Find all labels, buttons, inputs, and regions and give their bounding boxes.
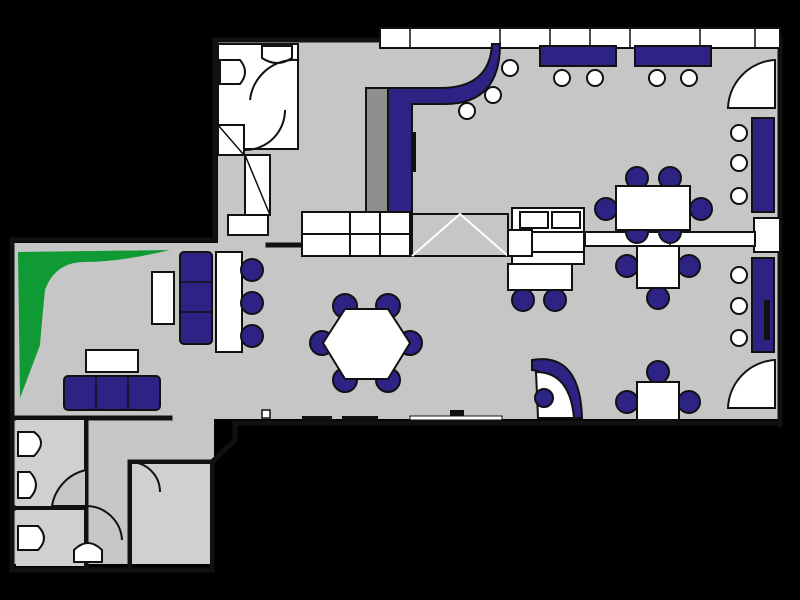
door-swing bbox=[129, 461, 161, 493]
restroom-floor bbox=[132, 464, 210, 564]
chair bbox=[615, 254, 639, 278]
chair bbox=[677, 390, 701, 414]
door-swing bbox=[85, 504, 123, 541]
stool bbox=[484, 86, 502, 104]
banquette-stools bbox=[553, 69, 748, 347]
stool bbox=[501, 59, 519, 77]
kitchen-equipment bbox=[507, 207, 585, 265]
lounge-sofa-vertical bbox=[179, 251, 213, 345]
lounge-bar bbox=[215, 251, 243, 353]
table bbox=[636, 245, 680, 289]
banquette-right-2 bbox=[751, 257, 775, 353]
door-swing bbox=[244, 109, 286, 151]
chair bbox=[646, 360, 670, 384]
upper-restroom bbox=[217, 43, 299, 236]
stool bbox=[730, 154, 748, 172]
side-table bbox=[151, 271, 175, 325]
wall-fixtures bbox=[261, 409, 503, 421]
door-swing bbox=[249, 58, 299, 101]
chair bbox=[594, 197, 618, 221]
stool bbox=[586, 69, 604, 87]
toilet-icon bbox=[17, 431, 42, 457]
entrance-door bbox=[726, 358, 776, 409]
chair bbox=[689, 197, 713, 221]
table bbox=[636, 381, 680, 421]
bar-trim bbox=[412, 132, 416, 172]
stool bbox=[730, 329, 748, 347]
kitchen-pass bbox=[411, 213, 509, 257]
bar-stools bbox=[458, 59, 519, 120]
restroom-column bbox=[227, 214, 269, 236]
toilet-icon bbox=[17, 471, 37, 499]
stool bbox=[730, 297, 748, 315]
chair bbox=[240, 258, 264, 282]
wall-step bbox=[9, 417, 238, 573]
coffee-table bbox=[85, 349, 139, 373]
lounge bbox=[63, 251, 264, 411]
corner-table-group bbox=[531, 358, 584, 419]
wall-banquettes bbox=[539, 45, 775, 353]
chair bbox=[615, 390, 639, 414]
chair bbox=[240, 324, 264, 348]
table bbox=[507, 263, 573, 291]
chair bbox=[534, 388, 554, 408]
hex-table-group bbox=[309, 293, 423, 393]
chair bbox=[646, 286, 670, 310]
entrance-door bbox=[726, 58, 776, 109]
stool bbox=[680, 69, 698, 87]
stool bbox=[553, 69, 571, 87]
stool bbox=[648, 69, 666, 87]
wall-outer-left-upper bbox=[9, 37, 218, 423]
bar-counter bbox=[387, 43, 502, 216]
lounge-sofa-horizontal bbox=[63, 375, 161, 411]
lower-restroom bbox=[16, 420, 210, 566]
pass-door-swing bbox=[411, 212, 509, 257]
toilet-icon bbox=[219, 59, 246, 85]
toilet-icon bbox=[17, 525, 45, 551]
table-group bbox=[615, 360, 701, 421]
garden-area bbox=[18, 250, 170, 398]
table-group bbox=[594, 166, 713, 244]
door-swing bbox=[50, 468, 87, 507]
table-group bbox=[615, 245, 701, 310]
table-group bbox=[507, 263, 573, 312]
partition-post bbox=[753, 217, 781, 253]
stool bbox=[730, 124, 748, 142]
toilet-icon bbox=[73, 542, 103, 563]
stool bbox=[730, 266, 748, 284]
table bbox=[615, 185, 691, 231]
chair bbox=[543, 288, 567, 312]
hex-table bbox=[321, 308, 412, 380]
window-mullions bbox=[409, 28, 756, 48]
banquette-right-1 bbox=[751, 117, 775, 213]
chair bbox=[511, 288, 535, 312]
stool bbox=[458, 102, 476, 120]
banquette-top-2 bbox=[634, 45, 712, 67]
stool bbox=[730, 187, 748, 205]
bar-column bbox=[365, 87, 389, 219]
chair bbox=[677, 254, 701, 278]
chair bbox=[240, 291, 264, 315]
banquette-top-1 bbox=[539, 45, 617, 67]
service-counters bbox=[301, 211, 411, 257]
